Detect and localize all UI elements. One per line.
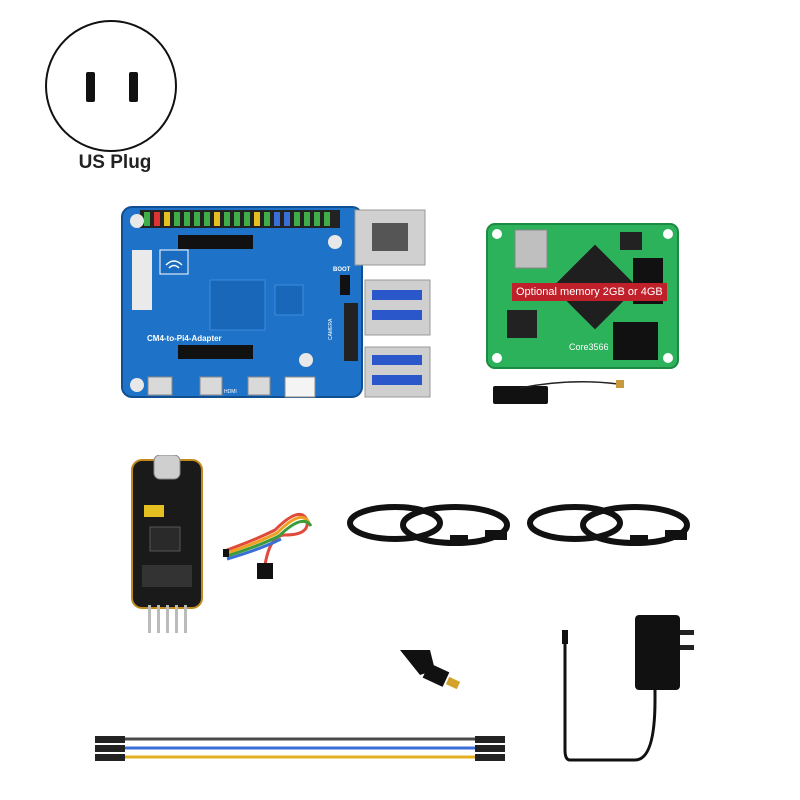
- adapter-board-image: CM4-to-Pi4-Adapter BOOT CAMERA USB HDMI: [121, 206, 431, 398]
- antenna-image: [493, 380, 624, 404]
- usb-cable-image: [347, 504, 510, 546]
- plug-label: US Plug: [78, 152, 152, 173]
- core-module-name: Core3566: [569, 342, 609, 352]
- plug-prong-right: [129, 72, 138, 102]
- usb-uart-module-image: [131, 455, 203, 633]
- power-adapter-image: [562, 615, 694, 762]
- camera-label: CAMERA: [328, 318, 334, 340]
- jumper-wire-bundle-image: [223, 512, 313, 579]
- usb-cable-image-2: [527, 504, 690, 546]
- boot-label: BOOT: [333, 267, 351, 273]
- dupont-wires-image: [95, 736, 505, 761]
- usb-label: USB: [398, 273, 410, 279]
- adapter-silkscreen: CM4-to-Pi4-Adapter: [147, 334, 222, 343]
- memory-caption: Optional memory 2GB or 4GB: [512, 283, 667, 301]
- us-plug-icon: [45, 20, 177, 152]
- gpio-header: [140, 210, 340, 228]
- plug-prong-left: [86, 72, 95, 102]
- hdmi-label: HDMI: [224, 389, 237, 395]
- hdmi-adapter-image: [400, 650, 461, 690]
